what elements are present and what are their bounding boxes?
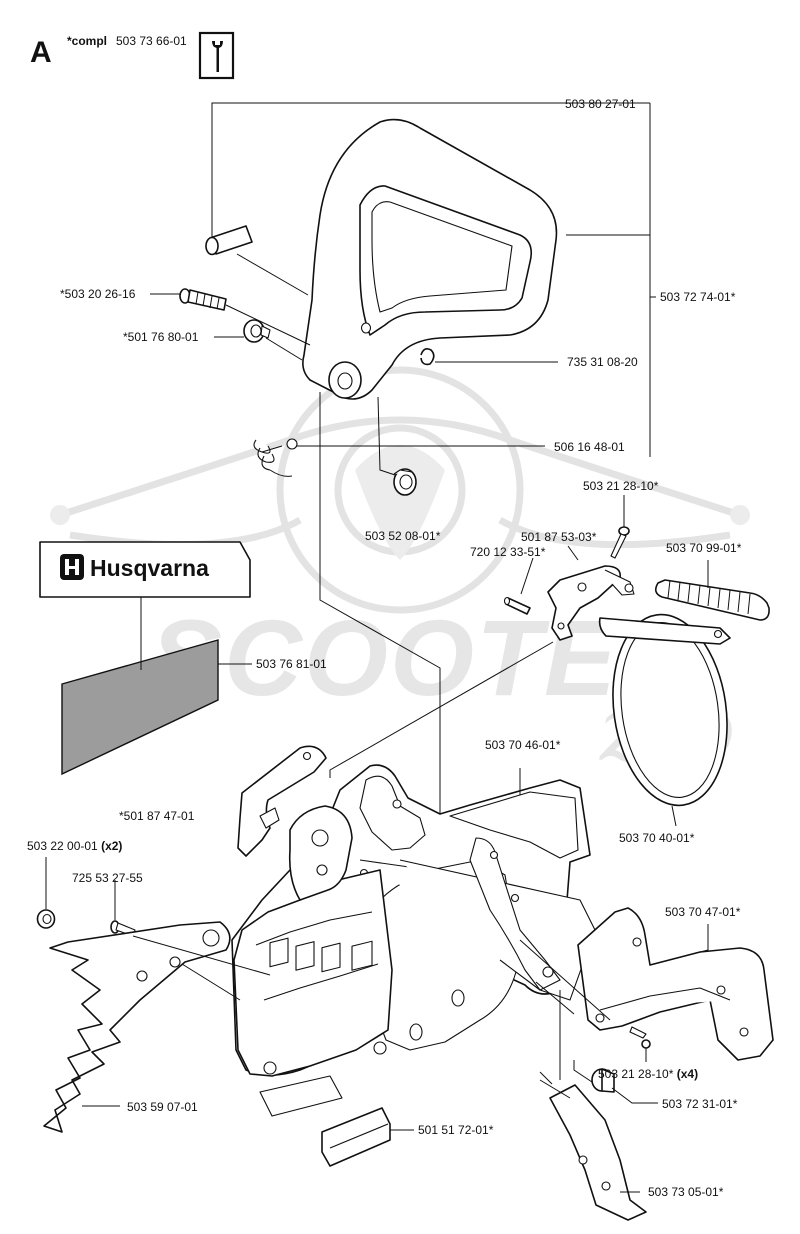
bushing-503-52-08-01: [393, 468, 417, 496]
label-506-16-48-01: 506 16 48-01: [554, 440, 625, 454]
clip-501-51-72-01: [321, 1107, 391, 1167]
label-503-22-00-01-qty: (x2): [101, 839, 122, 853]
cover-front-grille: [233, 869, 393, 1117]
hand-guard-pivot-pin: [205, 225, 253, 256]
part-labels: 503 80 27-01 *503 20 26-16 *501 76 80-01…: [27, 97, 742, 1199]
label-503-21-28-10: 503 21 28-10*: [583, 479, 659, 493]
label-503-70-47-01: 503 70 47-01*: [665, 905, 741, 919]
section-letter: A: [30, 36, 52, 69]
tensioner-knob: [288, 805, 353, 901]
spring-506-16-48-01: [253, 438, 298, 477]
label-503-76-81-01: 503 76 81-01: [256, 657, 327, 671]
compl-number: 503 73 66-01: [116, 34, 187, 48]
circlip-735-31-08-20: [420, 348, 435, 366]
label-503-21-28-10-x4: 503 21 28-10* (x4): [598, 1067, 698, 1081]
screw-503-20-26-16: [179, 288, 227, 311]
front-hand-guard: [302, 118, 558, 400]
brake-band-503-70-40-01: [598, 613, 731, 807]
label-720-12-33-51: 720 12 33-51*: [470, 545, 546, 559]
label-503-59-07-01: 503 59 07-01: [127, 1100, 198, 1114]
label-503-20-26-16: *503 20 26-16: [60, 287, 136, 301]
label-501-87-47-01: *501 87 47-01: [119, 809, 195, 823]
label-503-72-74-01: 503 72 74-01*: [660, 290, 736, 304]
label-503-70-46-01: 503 70 46-01*: [485, 738, 561, 752]
label-503-70-40-01: 503 70 40-01*: [619, 831, 695, 845]
chain-catcher-503-73-05-01: [549, 1084, 647, 1221]
bumper-spike-503-59-07-01: [43, 921, 231, 1133]
label-503-21-28-10-x4-qty: (x4): [677, 1067, 698, 1081]
watermark-scooter-text: SCOOTER: [150, 597, 698, 718]
label-503-22-00-01-id: 503 22 00-01: [27, 839, 98, 853]
label-503-80-27-01: 503 80 27-01: [565, 97, 636, 111]
husqvarna-decal: Husqvarna: [39, 541, 251, 598]
chain-guide-501-87-47-01: [237, 745, 327, 857]
compl-prefix: *compl: [67, 34, 107, 48]
bar-plate-503-70-47-01: [577, 907, 774, 1061]
decal-strip-503-76-81-01: [61, 639, 219, 776]
husqvarna-brand-text: Husqvarna: [90, 555, 209, 581]
screw-503-21-28-10-x4: [629, 1026, 651, 1049]
sleeve-503-72-31-01: [591, 1068, 615, 1093]
label-503-52-08-01: 503 52 08-01*: [365, 529, 441, 543]
label-735-31-08-20: 735 31 08-20: [567, 355, 638, 369]
label-503-22-00-01: 503 22 00-01 (x2): [27, 839, 122, 853]
label-501-87-53-03: 501 87 53-03*: [521, 530, 597, 544]
label-503-73-05-01: 503 73 05-01*: [648, 1185, 724, 1199]
brake-lever-501-87-53-03: [547, 565, 635, 641]
label-725-53-27-55: 725 53 27-55: [72, 871, 143, 885]
label-503-21-28-10-x4-id: 503 21 28-10*: [598, 1067, 674, 1081]
label-503-72-31-01: 503 72 31-01*: [662, 1097, 738, 1111]
husqvarna-crown-icon: [60, 554, 84, 580]
wrench-screwdriver-icon: [198, 31, 235, 80]
pin-720-12-33-51: [503, 596, 531, 615]
label-501-51-72-01: 501 51 72-01*: [418, 1123, 494, 1137]
spring-503-70-99-01: [654, 579, 770, 621]
bushing-501-76-80-01: [243, 319, 271, 343]
label-503-70-99-01: 503 70 99-01*: [666, 541, 742, 555]
label-501-76-80-01: *501 76 80-01: [123, 330, 199, 344]
nut-503-22-00-01: [36, 909, 56, 929]
